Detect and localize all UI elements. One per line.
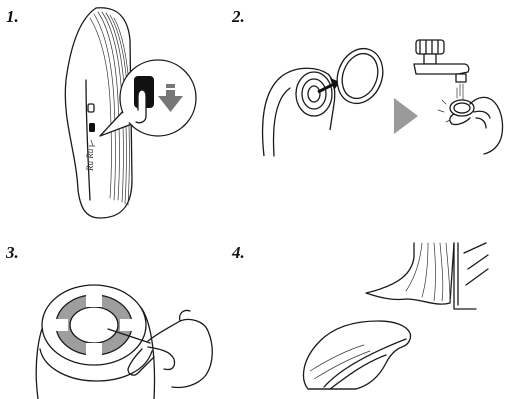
right-arrow-icon [394, 98, 418, 134]
seal-ring-icon [330, 42, 390, 110]
device-front-icon [36, 285, 154, 399]
curtain-window-icon [366, 243, 488, 309]
faucet-icon [414, 40, 469, 100]
step2-illustration [230, 0, 515, 170]
hand-washing-icon [438, 97, 503, 154]
svg-text:Ru Ru: Ru Ru [85, 148, 95, 172]
device-head-icon [263, 68, 335, 156]
step3-illustration [0, 259, 230, 399]
device-drying-icon [304, 321, 411, 389]
step4-illustration [230, 239, 515, 399]
step1-illustration: Ru Ru [0, 0, 230, 230]
